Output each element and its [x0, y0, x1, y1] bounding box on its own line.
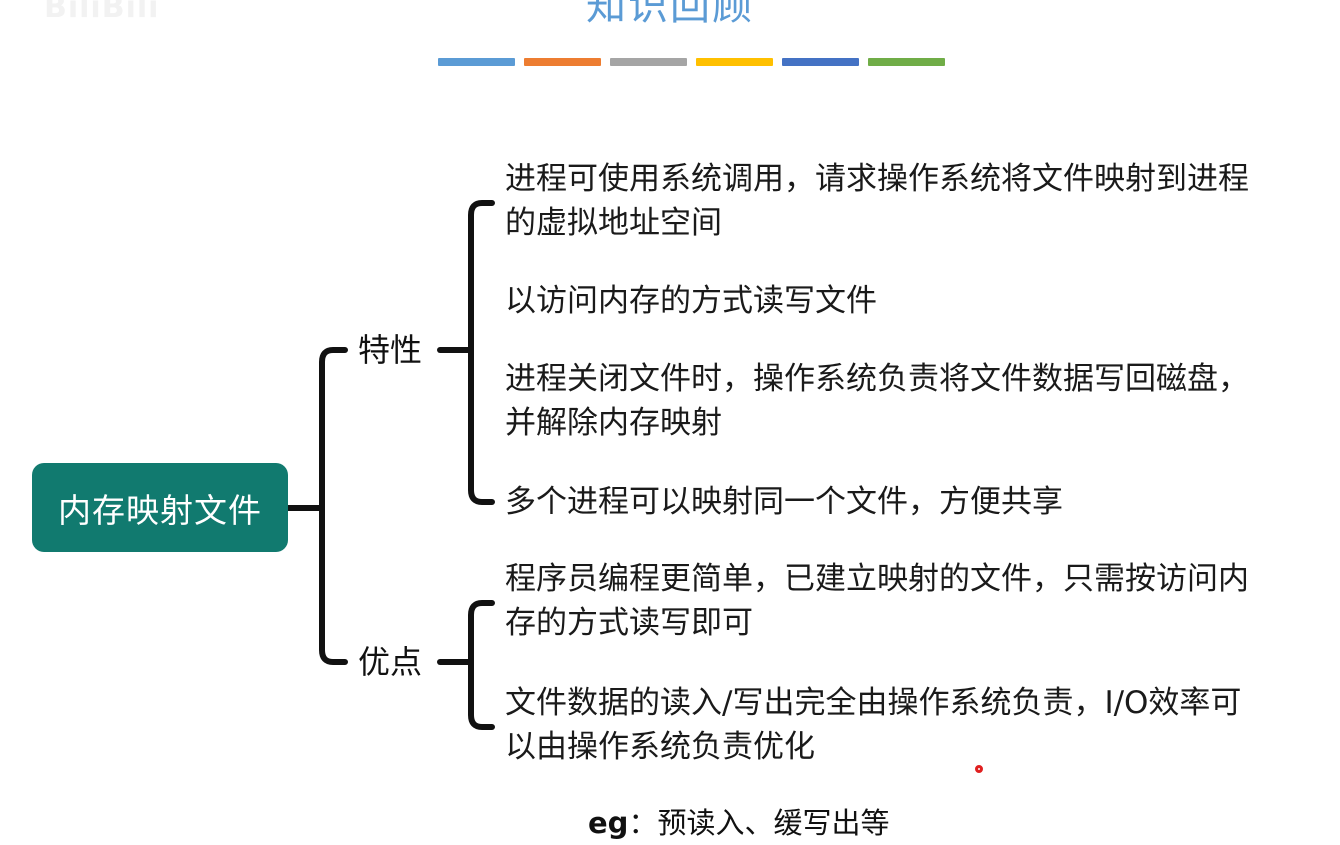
- feature-item: 多个进程可以映射同一个文件，方便共享: [505, 484, 1063, 520]
- bracket-advantages: [468, 600, 495, 730]
- feature-item: 以访问内存的方式读写文件: [505, 283, 877, 319]
- feature-item: 进程关闭文件时，操作系统负责将文件数据写回磁盘，并解除内存映射: [505, 361, 1249, 441]
- pointer-dot: [975, 765, 983, 773]
- example-text: ：预读入、缓写出等: [628, 806, 890, 840]
- accent-bar: [438, 58, 515, 66]
- advantage-item: 程序员编程更简单，已建立映射的文件，只需按访问内存的方式读写即可: [505, 561, 1249, 641]
- accent-bar: [782, 58, 859, 66]
- accent-bar: [524, 58, 601, 66]
- accent-bar: [696, 58, 773, 66]
- bracket-features: [468, 200, 495, 505]
- branch-label-advantages: 优点: [358, 643, 423, 681]
- example-note: eg：预读入、缓写出等: [588, 800, 889, 842]
- main-bracket: [319, 347, 348, 665]
- accent-bar: [610, 58, 687, 66]
- advantage-item: 文件数据的读入/写出完全由操作系统负责，I/O效率可以由操作系统负责优化: [505, 685, 1242, 765]
- feature-item: 进程可使用系统调用，请求操作系统将文件映射到进程的虚拟地址空间: [505, 161, 1249, 241]
- branch-label-features: 特性: [358, 331, 423, 369]
- bilibili-watermark: BiliBili: [44, 0, 160, 25]
- example-prefix: eg: [588, 806, 629, 840]
- root-node: 内存映射文件: [32, 463, 288, 552]
- accent-bars: [438, 58, 945, 66]
- accent-bar: [868, 58, 945, 66]
- page-title: 知识回顾: [586, 0, 754, 29]
